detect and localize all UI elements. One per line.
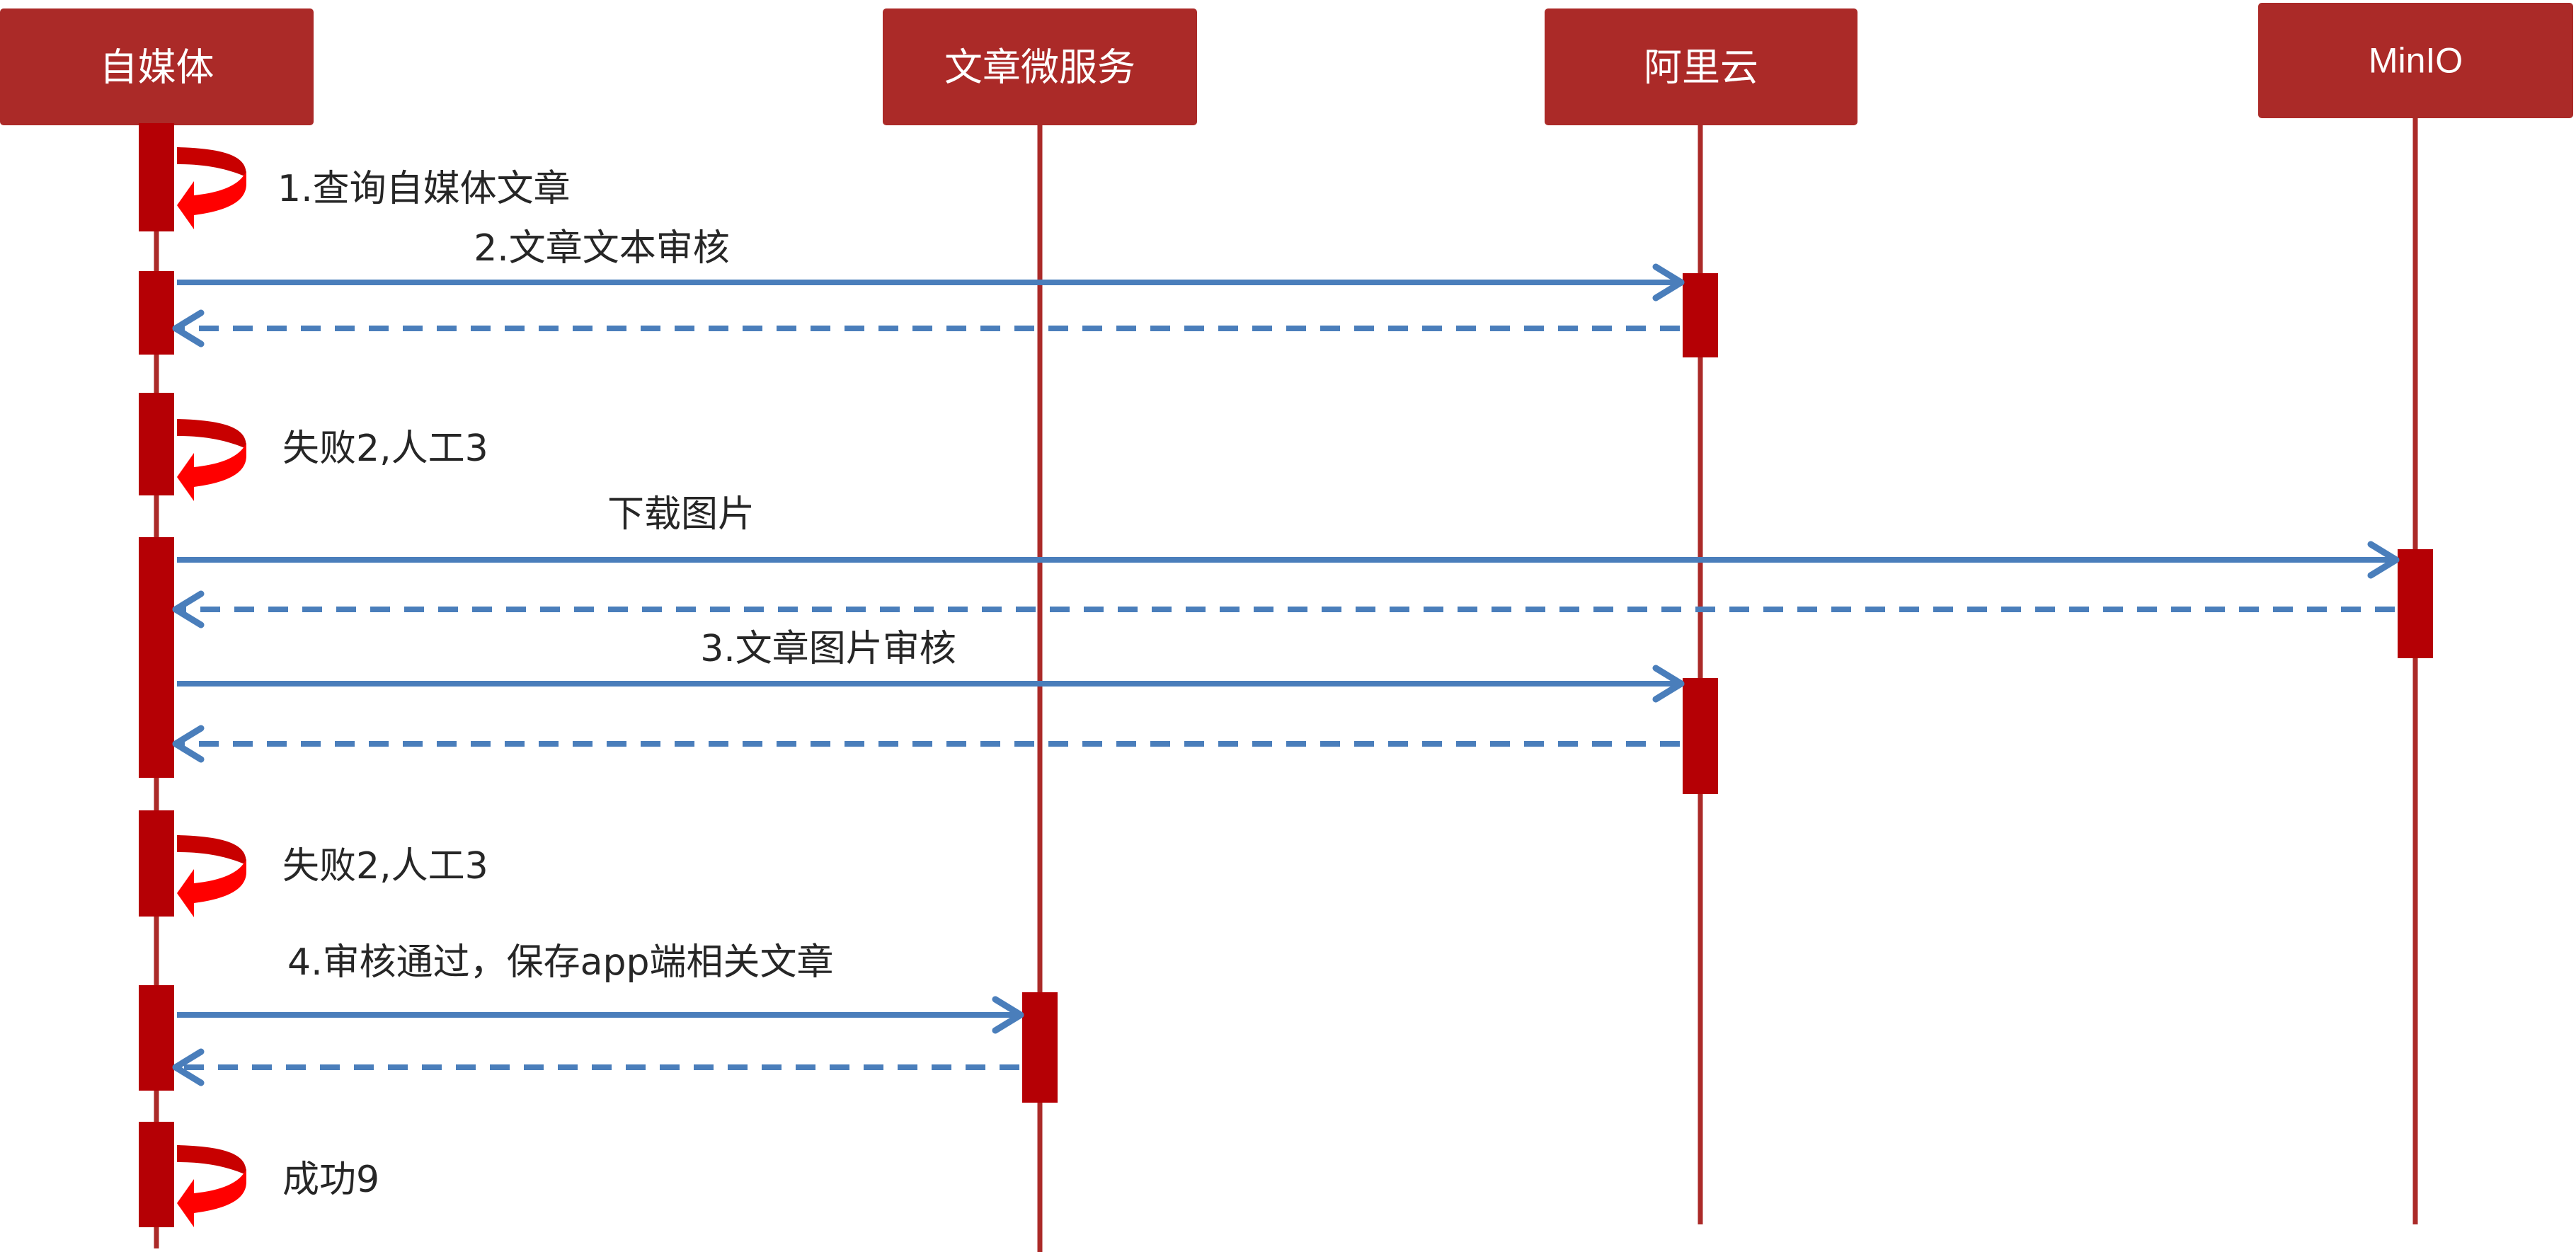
message-call	[177, 541, 2400, 579]
participant-box	[1545, 8, 1857, 125]
message-label: 失败2,人工3	[282, 845, 488, 888]
participant-media[interactable]: 自媒体	[0, 8, 314, 125]
arrowhead-icon	[992, 996, 1024, 1034]
self-call-arrowhead	[177, 1169, 246, 1227]
arrowhead-icon	[172, 590, 205, 628]
message-label: 3.文章图片审核	[700, 628, 956, 670]
participant-box	[883, 8, 1197, 125]
participant-box	[0, 8, 314, 125]
activation-bar-media	[139, 537, 174, 778]
self-call-arrow-icon	[177, 1145, 246, 1227]
self-call-arrow-band	[177, 419, 246, 449]
message-label: 4.审核通过，保存app端相关文章	[287, 941, 834, 984]
activation-bar-article	[1022, 992, 1058, 1103]
arrowhead-icon	[172, 309, 205, 348]
self-call-arrow-band	[177, 1145, 246, 1175]
message-label: 2.文章文本审核	[474, 227, 730, 270]
participant-label: 自媒体	[100, 45, 214, 90]
message-label: 1.查询自媒体文章	[277, 168, 571, 210]
arrowhead-icon	[172, 1048, 205, 1086]
message-labels: 1.查询自媒体文章2.文章文本审核失败2,人工3下载图片3.文章图片审核失败2,…	[277, 168, 956, 1201]
participant-label: MinIO	[2369, 41, 2463, 81]
arrowhead-icon	[1652, 263, 1685, 301]
self-call-arrowhead	[177, 171, 246, 229]
activation-bar-media	[139, 123, 174, 231]
activation-bars	[139, 123, 2433, 1227]
arrowhead-icon	[2367, 541, 2400, 579]
message-label: 成功9	[282, 1159, 379, 1201]
participant-label: 阿里云	[1644, 45, 1758, 90]
message-call	[177, 996, 1024, 1034]
self-call-arrow-band	[177, 835, 246, 865]
self-call-arrow-band	[177, 147, 246, 177]
participant-box	[2258, 3, 2573, 118]
message-return	[172, 1048, 1019, 1086]
message-return	[172, 309, 1680, 348]
participant-aliyun[interactable]: 阿里云	[1545, 8, 1857, 125]
messages	[172, 147, 2400, 1227]
participant-label: 文章微服务	[944, 45, 1135, 90]
self-call-arrowhead	[177, 443, 246, 501]
message-call	[177, 263, 1685, 301]
message-self	[177, 419, 246, 501]
participant-article[interactable]: 文章微服务	[883, 8, 1197, 125]
message-call	[177, 665, 1685, 703]
activation-bar-media	[139, 810, 174, 917]
activation-bar-minio	[2398, 549, 2433, 658]
message-label: 下载图片	[607, 493, 755, 536]
activation-bar-media	[139, 271, 174, 355]
activation-bar-media	[139, 1122, 174, 1227]
activation-bar-aliyun	[1683, 273, 1718, 357]
message-self	[177, 1145, 246, 1227]
message-self	[177, 147, 246, 229]
arrowhead-icon	[172, 725, 205, 763]
message-self	[177, 835, 246, 917]
self-call-arrow-icon	[177, 835, 246, 917]
activation-bar-media	[139, 985, 174, 1091]
self-call-arrow-icon	[177, 147, 246, 229]
message-return	[172, 590, 2395, 628]
message-return	[172, 725, 1680, 763]
arrowhead-icon	[1652, 665, 1685, 703]
message-label: 失败2,人工3	[282, 427, 488, 470]
participants: 自媒体 文章微服务 阿里云 MinIO	[0, 3, 2573, 125]
self-call-arrowhead	[177, 859, 246, 917]
participant-minio[interactable]: MinIO	[2258, 3, 2573, 118]
activation-bar-media	[139, 393, 174, 495]
activation-bar-aliyun	[1683, 678, 1718, 794]
self-call-arrow-icon	[177, 419, 246, 501]
